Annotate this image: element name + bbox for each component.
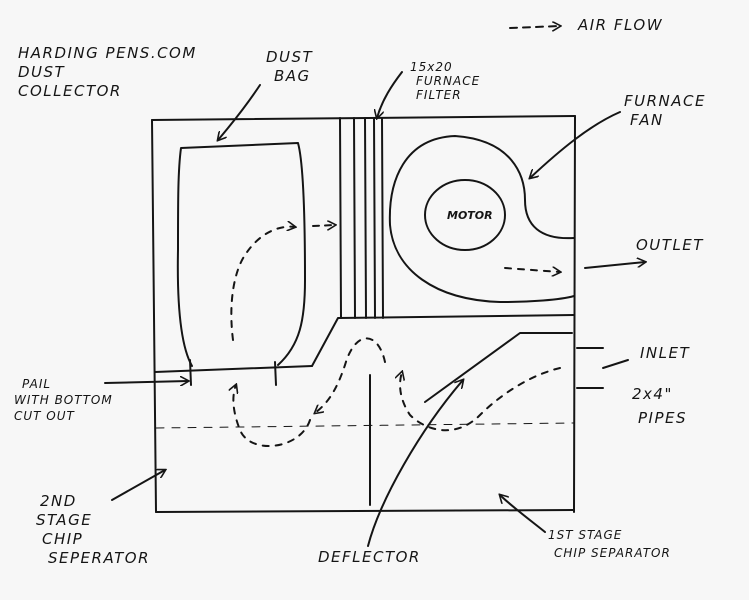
- pointer-pipes: [602, 359, 629, 369]
- label-first-stage: 1ST STAGE CHIP SEPARATOR: [548, 526, 671, 562]
- label-pail-line1: PAIL: [22, 377, 52, 391]
- diagram-title: HARDING PENS.COM DUST COLLECTOR: [18, 44, 197, 101]
- pointer-second-stage: [111, 470, 165, 501]
- housing-right-wall: [573, 115, 576, 513]
- pointer-fan: [530, 111, 621, 178]
- filter-line-5: [381, 117, 384, 319]
- filter-line-3: [364, 117, 367, 319]
- label-dust-bag-line2: BAG: [274, 67, 311, 85]
- pail-stub-left: [189, 359, 192, 386]
- legend-label: AIR FLOW: [578, 16, 664, 34]
- label-first-stage-line2: CHIP SEPARATOR: [554, 546, 671, 560]
- deflector: [424, 332, 573, 403]
- label-pipes-line2: PIPES: [638, 409, 688, 427]
- pointer-outlet: [584, 262, 645, 269]
- label-second-stage-line4: SEPERATOR: [48, 549, 151, 567]
- label-second-stage-line3: CHIP: [42, 530, 84, 548]
- label-pail: PAIL WITH BOTTOM CUT OUT: [14, 376, 113, 424]
- fan-chamber-floor: [311, 314, 575, 367]
- label-fan-line2: FAN: [630, 111, 664, 129]
- pointer-deflector: [367, 380, 463, 547]
- pail-stub-right: [274, 361, 277, 386]
- label-inlet: INLET: [640, 344, 691, 362]
- housing-top: [151, 115, 576, 121]
- label-pail-line3: CUT OUT: [14, 409, 75, 423]
- pointer-filter: [377, 71, 403, 118]
- pointer-first-stage: [500, 495, 546, 533]
- stage-separator-line: [155, 422, 575, 429]
- furnace-fan-housing: [388, 135, 575, 303]
- filter-line-1: [339, 117, 342, 319]
- label-filter-line3: FILTER: [416, 88, 462, 102]
- airflow-into-filter: [312, 225, 335, 226]
- housing-bottom: [155, 509, 575, 513]
- airflow-bag-up: [230, 227, 295, 341]
- label-furnace-fan: FURNACE FAN: [624, 92, 706, 130]
- label-deflector: DEFLECTOR: [318, 548, 421, 566]
- filter-line-4: [373, 117, 376, 319]
- label-first-stage-line1: 1ST STAGE: [548, 528, 623, 542]
- pointer-pail: [104, 381, 188, 383]
- label-outlet: OUTLET: [636, 236, 704, 254]
- label-dust-bag-line1: DUST: [266, 48, 314, 66]
- title-line-2: DUST: [18, 63, 66, 81]
- label-second-stage-line1: 2ND: [40, 492, 77, 510]
- label-dust-bag: DUST BAG: [266, 48, 313, 86]
- housing-left-wall: [151, 119, 157, 513]
- airflow-second-stage: [233, 385, 311, 447]
- label-second-stage-line2: STAGE: [36, 511, 93, 529]
- label-fan-line1: FURNACE: [624, 92, 706, 110]
- title-line-1: HARDING PENS.COM: [18, 44, 197, 62]
- airflow-over-divider: [315, 337, 386, 413]
- label-filter-line2: FURNACE: [416, 74, 481, 88]
- label-pipes-line1: 2x4": [632, 385, 673, 403]
- filter-line-2: [353, 117, 356, 319]
- label-pipes: 2x4" PIPES: [632, 382, 687, 430]
- label-filter-line1: 15x20: [410, 60, 453, 74]
- label-furnace-filter: 15x20 FURNACE FILTER: [410, 60, 480, 102]
- label-motor: MOTOR: [447, 209, 493, 222]
- pointer-dust-bag: [218, 84, 261, 140]
- legend-airflow-arrow: [509, 26, 560, 28]
- dust-bag: [176, 142, 306, 367]
- pail-rim: [154, 365, 313, 373]
- motor-circle: [424, 179, 506, 251]
- label-second-stage: 2ND STAGE CHIP SEPERATOR: [34, 492, 150, 568]
- label-pail-line2: WITH BOTTOM: [14, 393, 113, 407]
- airflow-incoming: [400, 367, 561, 432]
- airflow-fan-out: [504, 268, 560, 272]
- title-line-3: COLLECTOR: [18, 82, 122, 100]
